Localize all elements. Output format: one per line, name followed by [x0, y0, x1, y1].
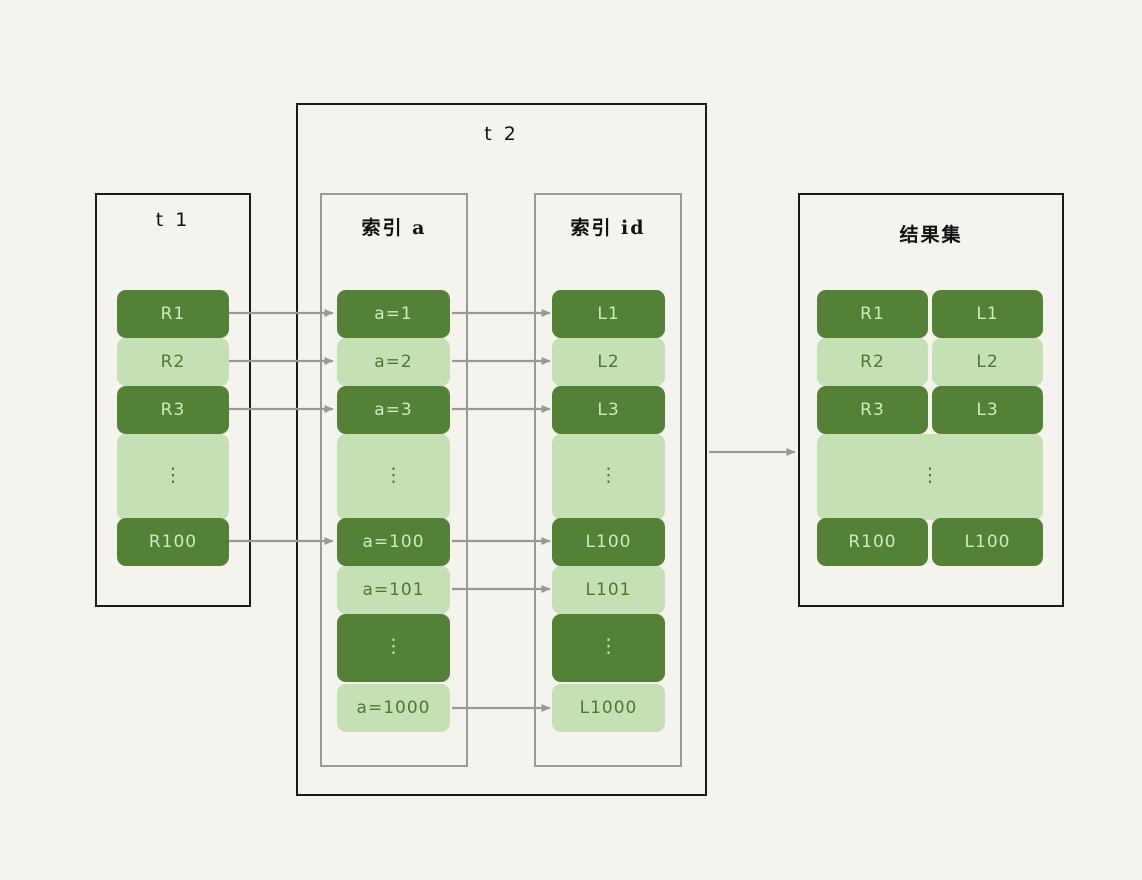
index-id-cell-l2: L2 [552, 338, 665, 386]
result-cell-left-r100: R100 [817, 518, 928, 566]
t2-title: t 2 [484, 123, 519, 145]
index-a-cell-a2: a=2 [337, 338, 450, 386]
index-a-title: 索引 a [361, 217, 427, 239]
index-id-cell-l1: L1 [552, 290, 665, 338]
index-a-cell-ellipsis-6: ⋮ [337, 614, 450, 682]
index-a-cell-a101: a=101 [337, 566, 450, 614]
result-cell-left-r1: R1 [817, 290, 928, 338]
index-id-container: 索引 id [534, 193, 682, 767]
index-a-cell-a1: a=1 [337, 290, 450, 338]
index-a-cell-a100: a=100 [337, 518, 450, 566]
result-cell-right-l1: L1 [932, 290, 1043, 338]
ellipsis-glyph: ⋮ [920, 464, 940, 486]
ellipsis-glyph: ⋮ [599, 464, 618, 486]
index-id-cell-l3: L3 [552, 386, 665, 434]
index-a-cell-a1000: a=1000 [337, 684, 450, 732]
result-set-container: 结果集 [798, 193, 1064, 607]
t1-title: t 1 [155, 209, 191, 231]
result-cell-ellipsis: ⋮ [817, 434, 1043, 520]
result-cell-left-r2: R2 [817, 338, 928, 386]
result-cell-left-r3: R3 [817, 386, 928, 434]
t1-cell-r100: R100 [117, 518, 229, 566]
index-id-cell-l1000: L1000 [552, 684, 665, 732]
index-id-cell-l100: L100 [552, 518, 665, 566]
ellipsis-glyph: ⋮ [163, 464, 183, 486]
index-a-cell-ellipsis-3: ⋮ [337, 434, 450, 520]
t1-container: t 1 [95, 193, 251, 607]
t1-cell-r3: R3 [117, 386, 229, 434]
index-a-container: 索引 a [320, 193, 468, 767]
index-id-cell-ellipsis-3: ⋮ [552, 434, 665, 520]
result-cell-right-l3: L3 [932, 386, 1043, 434]
result-set-title: 结果集 [899, 224, 963, 246]
result-cell-right-l100: L100 [932, 518, 1043, 566]
index-id-cell-ellipsis-6: ⋮ [552, 614, 665, 682]
t2-container: t 2 [296, 103, 707, 796]
index-id-title: 索引 id [570, 217, 646, 239]
ellipsis-glyph: ⋮ [384, 464, 403, 486]
t1-cell-ellipsis: ⋮ [117, 434, 229, 520]
result-cell-right-l2: L2 [932, 338, 1043, 386]
ellipsis-glyph: ⋮ [384, 635, 403, 657]
ellipsis-glyph: ⋮ [599, 635, 618, 657]
index-id-cell-l101: L101 [552, 566, 665, 614]
index-a-cell-a3: a=3 [337, 386, 450, 434]
t1-cell-r2: R2 [117, 338, 229, 386]
t1-cell-r1: R1 [117, 290, 229, 338]
